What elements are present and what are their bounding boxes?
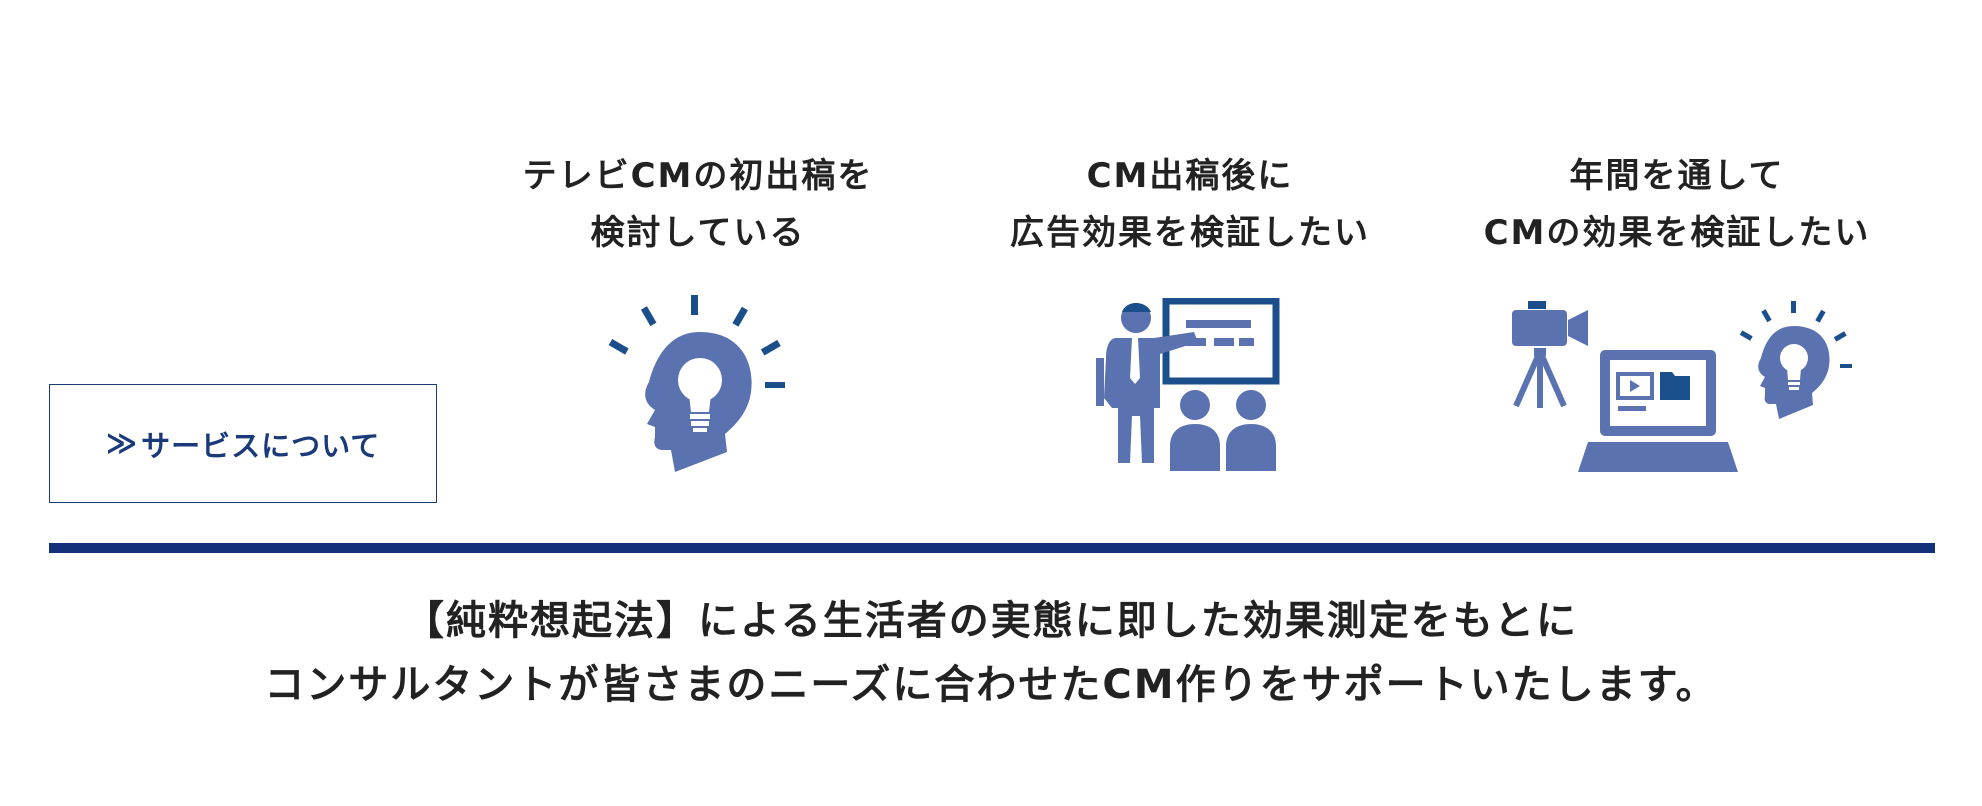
camera-laptop-head-icon bbox=[1508, 298, 1858, 478]
feature-column-after-cm: CM出稿後に 広告効果を検証したい bbox=[970, 148, 1410, 262]
service-about-label: サービスについて bbox=[141, 428, 381, 463]
feature-title-line1: CM出稿後に bbox=[1086, 156, 1294, 196]
feature-title-line1: テレビCMの初出稿を bbox=[522, 156, 874, 196]
description-line2: コンサルタントが皆さまのニーズに合わせたCM作りをサポートいたします。 bbox=[264, 662, 1718, 708]
head-lightbulb-icon bbox=[605, 292, 790, 482]
double-chevron-right-icon: ≫ bbox=[105, 426, 138, 461]
feature-column-first-cm: テレビCMの初出稿を 検討している bbox=[478, 148, 918, 262]
presentation-icon bbox=[1094, 297, 1284, 478]
feature-title-line1: 年間を通して bbox=[1569, 156, 1785, 196]
feature-title-line2: 広告効果を検証したい bbox=[1010, 213, 1370, 253]
service-about-button[interactable]: ≫ サービスについて bbox=[49, 384, 437, 503]
feature-title-line2: 検討している bbox=[590, 213, 806, 253]
description-line1: 【純粋想起法】による生活者の実態に即した効果測定をもとに bbox=[404, 598, 1578, 644]
feature-title-line2: CMの効果を検証したい bbox=[1483, 213, 1871, 253]
feature-column-yearly-cm: 年間を通して CMの効果を検証したい bbox=[1457, 148, 1897, 262]
section-divider bbox=[49, 543, 1935, 553]
